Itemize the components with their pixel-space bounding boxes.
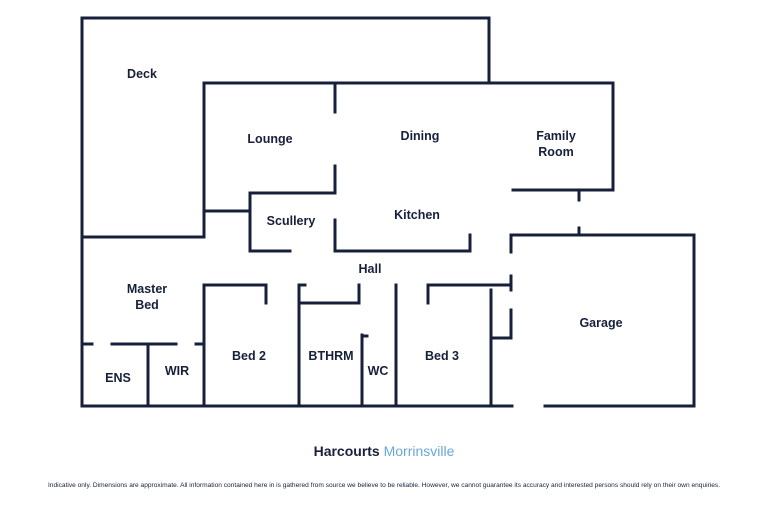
room-label-scullery: Scullery [267,214,316,228]
room-label-dining: Dining [401,129,440,143]
room-label-kitchen: Kitchen [394,208,440,222]
room-label-hall: Hall [359,262,382,276]
wall-bed2-top [202,283,268,305]
room-label-family-line1: Family [536,129,576,143]
room-label-master-line2: Bed [135,298,159,312]
wall-house-top [202,81,615,192]
room-label-master-line1: Master [127,282,167,296]
room-label-ens: ENS [105,371,131,385]
walls [80,16,696,408]
wall-garage-top [509,233,696,408]
room-label-lounge: Lounge [247,132,292,146]
room-label-bed2: Bed 2 [232,349,266,363]
brand-office: Morrinsville [383,443,455,459]
wall-bath-inner [297,283,361,305]
wall-deck-outline [80,16,491,84]
room-label-garage: Garage [579,316,622,330]
room-label-deck: Deck [127,67,157,81]
room-label-wc: WC [368,364,389,378]
room-label-family-line2: Room [538,145,573,159]
brand-name: Harcourts [313,443,380,459]
room-label-bathroom: BTHRM [308,349,353,363]
room-label-wir: WIR [165,364,189,378]
disclaimer-text: Indicative only. Dimensions are approxim… [47,482,721,489]
room-label-bed3: Bed 3 [425,349,459,363]
brand-logo: Harcourts Morrinsville [0,443,768,459]
